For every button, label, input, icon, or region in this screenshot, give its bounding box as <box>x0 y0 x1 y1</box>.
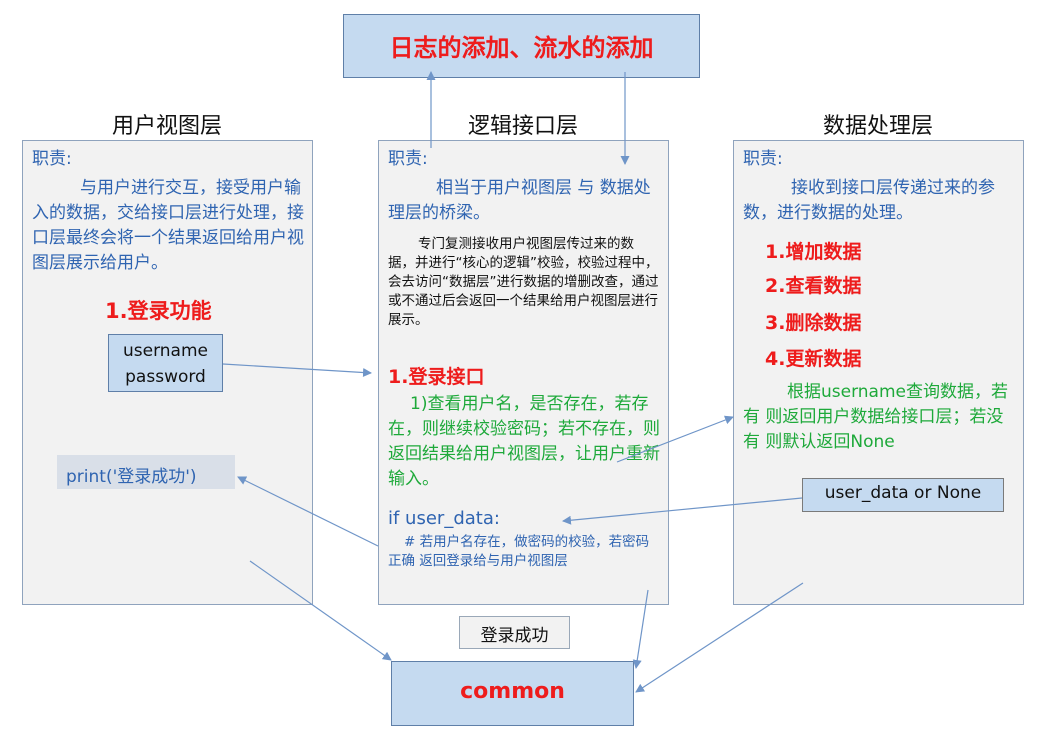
interface-if-line: if user_data: <box>388 508 500 529</box>
data-layer-header: 数据处理层 <box>822 114 933 139</box>
view-input-box: username password <box>108 334 223 392</box>
top-log-box <box>343 14 700 78</box>
view-feature-title: 1.登录功能 <box>105 299 212 323</box>
interface-duty-label: 职责: <box>388 149 428 169</box>
data-layer-panel <box>733 140 1024 605</box>
data-duty-text: 接收到接口层传递过来的参数，进行数据的处理。 <box>743 178 995 223</box>
password-field: password <box>125 367 206 387</box>
view-duty-label: 职责: <box>32 149 72 169</box>
interface-duty-text: 相当于用户视图层 与 数据处理层的桥梁。 <box>388 178 651 223</box>
interface-check-text: 1)查看用户名，是否存在，若存在，则继续校验密码；若不存在，则返回结果给用户视图… <box>388 394 660 489</box>
interface-comment: # 若用户名存在，做密码的校验，若密码正确 返回登录给与用户视图层 <box>388 534 650 569</box>
interface-layer-panel <box>378 140 669 605</box>
view-duty-text: 与用户进行交互，接受用户输入的数据，交给接口层进行处理，接口层最终会将一个结果返… <box>32 178 304 273</box>
common-box <box>391 661 634 726</box>
data-return-box <box>802 478 1004 512</box>
view-layer-header: 用户视图层 <box>111 114 222 139</box>
success-label-box <box>459 616 570 649</box>
data-op-delete: 3.删除数据 <box>765 312 862 334</box>
data-op-add: 1.增加数据 <box>765 241 862 263</box>
top-log-text: 日志的添加、流水的添加 <box>389 34 654 62</box>
data-query-text: 根据username查询数据，若有 则返回用户数据给接口层；若没有 则默认返回N… <box>743 382 1008 452</box>
common-text: common <box>460 679 565 704</box>
data-op-update: 4.更新数据 <box>765 348 862 370</box>
interface-detail-text: 专门复测接收用户视图层传过来的数据，并进行“核心的逻辑”校验，校验过程中，会去访… <box>388 236 659 328</box>
data-duty-label: 职责: <box>743 149 783 169</box>
interface-feature-title: 1.登录接口 <box>388 366 485 388</box>
success-label-text: 登录成功 <box>480 626 549 646</box>
print-text: print('登录成功') <box>66 467 197 487</box>
data-op-view: 2.查看数据 <box>765 275 862 297</box>
print-box <box>57 455 235 489</box>
interface-layer-header: 逻辑接口层 <box>467 114 578 139</box>
data-return-text: user_data or None <box>824 483 982 503</box>
username-field: username <box>123 341 208 361</box>
